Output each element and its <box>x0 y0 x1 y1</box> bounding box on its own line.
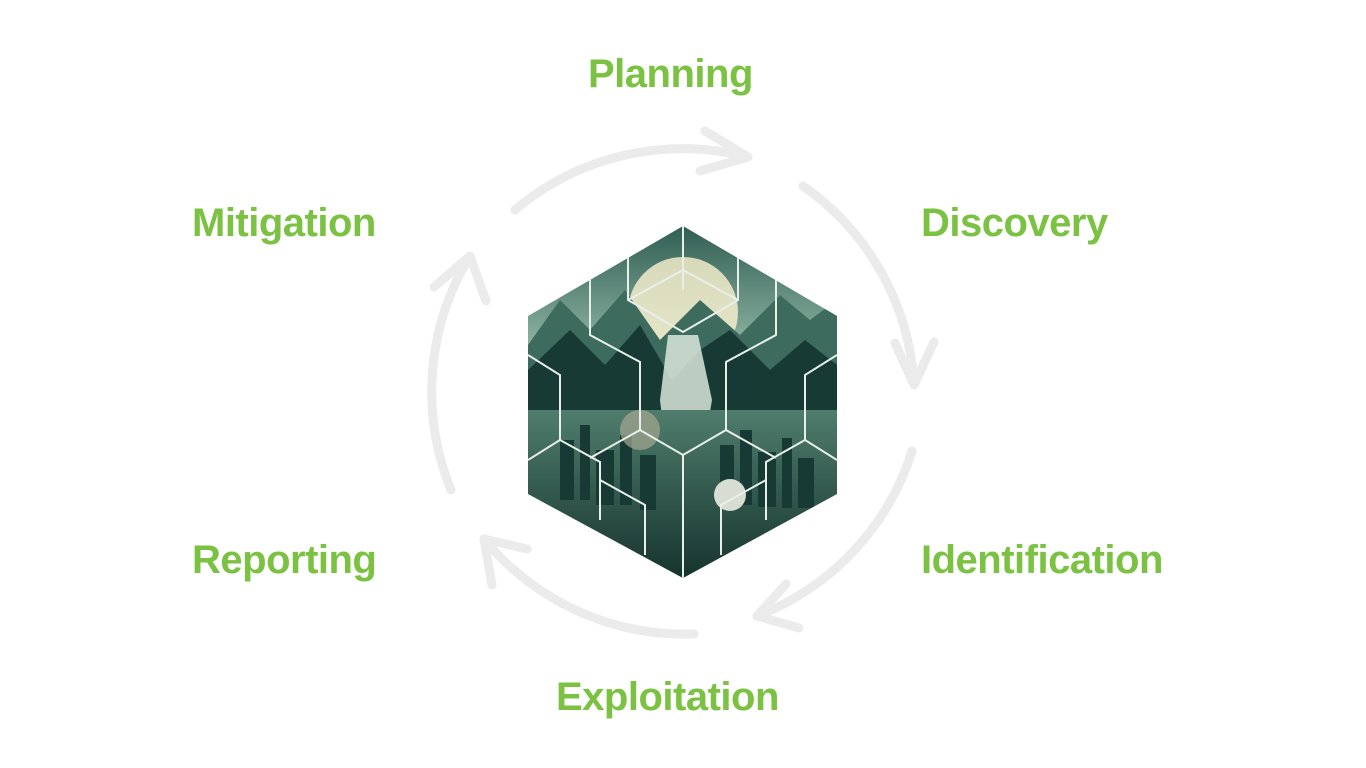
arrow-planning-to-discovery <box>510 144 753 215</box>
stage-label-mitigation: Mitigation <box>192 201 376 245</box>
stage-label-planning: Planning <box>588 52 753 96</box>
arrowhead-reporting <box>429 251 491 306</box>
stage-label-exploitation: Exploitation <box>556 675 779 719</box>
arrow-reporting-to-mitigation <box>427 251 475 495</box>
stage-label-discovery: Discovery <box>921 201 1108 245</box>
arrowhead-exploitation <box>479 534 532 590</box>
arrowhead-planning <box>695 126 753 176</box>
stage-label-identification: Identification <box>921 538 1163 582</box>
hexagon-landscape-illustration <box>528 226 837 578</box>
arrow-exploitation-to-reporting <box>479 534 699 639</box>
stage-label-reporting: Reporting <box>192 538 377 582</box>
arrowhead-identification <box>752 579 804 633</box>
arrowhead-discovery <box>890 337 939 390</box>
arrow-discovery-to-identification <box>798 181 919 390</box>
arrow-identification-to-exploitation <box>752 446 917 621</box>
cycle-arrows <box>427 126 939 639</box>
